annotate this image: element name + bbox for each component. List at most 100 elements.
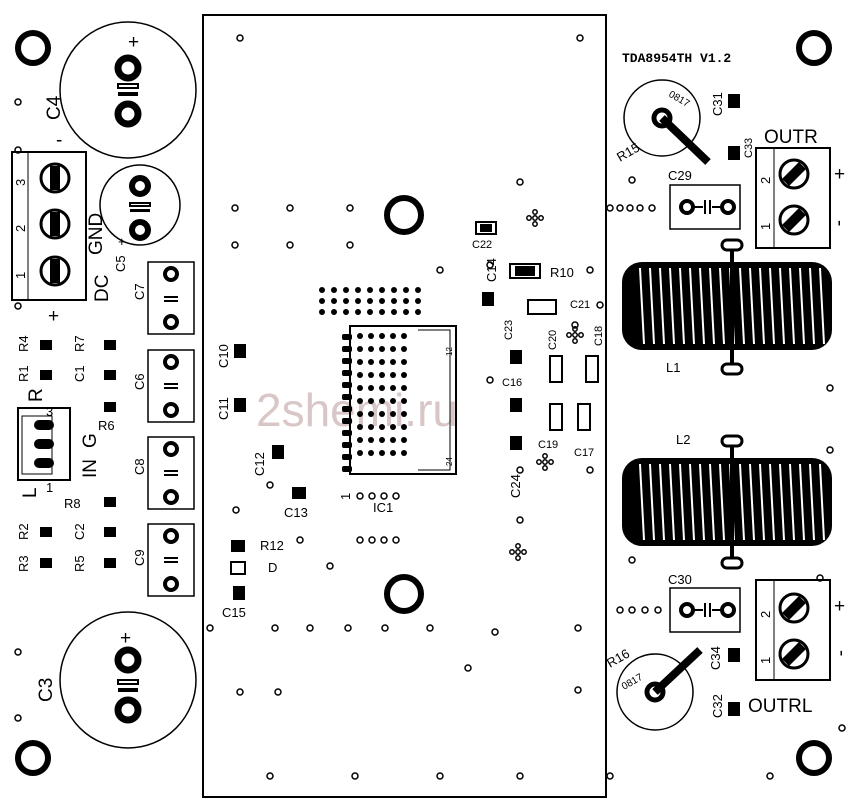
inductor-l2	[622, 434, 832, 570]
input-in-label: IN	[80, 459, 101, 478]
capacitor-c29	[669, 184, 741, 230]
c21-label: C21	[570, 299, 590, 311]
c9-label: C9	[132, 549, 147, 566]
board-title: TDA8954TH V1.2	[622, 51, 731, 66]
inductor-l1	[622, 238, 832, 376]
ic1-label: IC1	[373, 500, 393, 515]
c16-label: C16	[502, 377, 522, 389]
c29-label: C29	[668, 168, 692, 183]
r1-label: R1	[16, 365, 31, 382]
r16-code: 0817	[620, 672, 645, 693]
dc-gnd-label: GND	[86, 213, 107, 255]
outr-plus: +	[834, 164, 845, 185]
input-connector: 3 1 R L IN G	[17, 388, 101, 498]
c4-plus: +	[128, 32, 139, 53]
input-l-label: L	[20, 487, 41, 498]
input-r-label: R	[26, 388, 47, 402]
c24-label: C24	[508, 474, 523, 498]
outr-terminal-block: 2 1 + -	[755, 147, 850, 249]
dc-label: DC	[92, 275, 113, 302]
outr-label: OUTR	[764, 127, 818, 148]
ic1-pin1-label: 1	[338, 493, 353, 500]
smd-pads-left	[40, 340, 116, 568]
smd-pads-mid-left	[231, 344, 306, 600]
outl-pin-1: 1	[758, 657, 773, 664]
r7-label: R7	[72, 335, 87, 352]
l1-label: L1	[666, 360, 680, 375]
c3-plus: +	[120, 628, 131, 649]
outl-label: OUTRL	[748, 696, 812, 717]
smd-pads-right	[728, 94, 740, 716]
watermark: 2shemi.ru	[256, 384, 458, 436]
r2-label: R2	[16, 523, 31, 540]
outr-minus: -	[829, 220, 850, 226]
r15-label: R15	[614, 140, 642, 165]
capacitor-c30	[669, 587, 741, 633]
diode-d1	[230, 561, 246, 575]
outl-plus: +	[834, 596, 845, 617]
outr-pin-2: 2	[758, 177, 773, 184]
c12-label: C12	[252, 452, 267, 476]
dc-pin-2: 2	[13, 225, 28, 232]
c4-minus: -	[56, 130, 62, 151]
c8-label: C8	[132, 458, 147, 475]
ic1-pin24-label: 24	[445, 457, 454, 466]
ic1-pin12-label: 12	[445, 347, 454, 356]
c10-label: C10	[216, 344, 231, 368]
c13-label: C13	[284, 505, 308, 520]
dc-pin-1: 1	[13, 272, 28, 279]
smd-pads-ic-right	[475, 221, 599, 450]
c31-label: C31	[710, 92, 725, 116]
r8-label: R8	[64, 496, 81, 511]
capacitor-c4: C4 + -	[44, 21, 197, 159]
c19-label: C19	[538, 439, 558, 451]
c7-label: C7	[132, 283, 147, 300]
outl-terminal-block: 2 1 + -	[755, 579, 852, 681]
l2-label: L2	[676, 432, 690, 447]
c4-label: C4	[44, 95, 65, 120]
c30-label: C30	[668, 572, 692, 587]
dc-pin-3: 3	[13, 179, 28, 186]
r10-label: R10	[550, 265, 574, 280]
input-pin-1: 1	[46, 480, 53, 495]
c23-label: C23	[503, 320, 515, 340]
outl-minus: -	[831, 650, 852, 656]
ic1-package	[319, 287, 457, 475]
dc-terminal-block: 3 2 1 GND DC +	[11, 151, 113, 327]
c6-label: C6	[132, 373, 147, 390]
c3-label: C3	[36, 678, 57, 702]
r12-label: R12	[260, 538, 284, 553]
c34-label: C34	[708, 646, 723, 670]
r5-label: R5	[72, 555, 87, 572]
outr-pin-1: 1	[758, 223, 773, 230]
r3-label: R3	[16, 555, 31, 572]
mounting-holes	[15, 30, 832, 776]
r4-label: R4	[16, 335, 31, 352]
capacitor-group-left	[147, 261, 195, 597]
potentiometer-r16: 0817	[616, 647, 703, 731]
c11-label: C11	[216, 397, 231, 420]
c33-label: C33	[743, 138, 755, 158]
c22-label: C22	[472, 239, 492, 251]
c20-label: C20	[547, 330, 559, 350]
d1-label: D	[268, 560, 277, 575]
r6-label: R6	[98, 418, 115, 433]
outl-pin-2: 2	[758, 611, 773, 618]
input-g-label: G	[80, 433, 101, 448]
dc-plus: +	[48, 306, 59, 327]
c18-label: C18	[593, 326, 605, 346]
heatsink-outline	[202, 14, 607, 798]
capacitor-c5: C5 +	[99, 164, 181, 272]
input-pin-3: 3	[46, 404, 53, 419]
r15-code: 0817	[667, 89, 692, 110]
via-holes	[14, 34, 846, 780]
capacitor-c3: C3 +	[36, 611, 197, 749]
c2-label: C2	[72, 523, 87, 540]
c1-label: C1	[72, 365, 87, 382]
c17-label: C17	[574, 447, 594, 459]
c15-label: C15	[222, 605, 246, 620]
c5-label: C5	[113, 255, 128, 272]
c32-label: C32	[710, 694, 725, 718]
c5-plus: +	[118, 234, 126, 249]
